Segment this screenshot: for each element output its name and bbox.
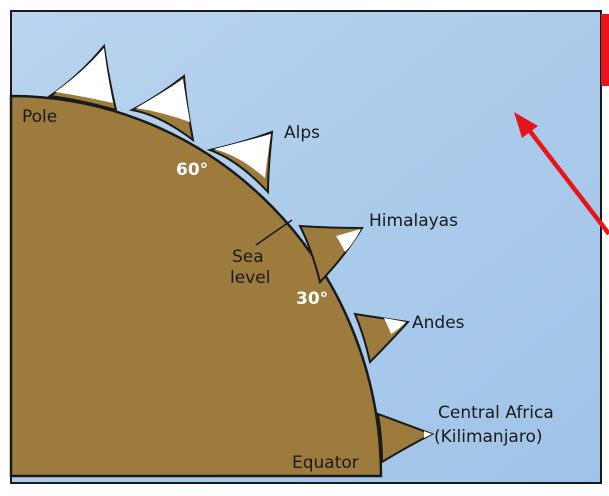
sea-level-label-line1: Sea: [232, 247, 264, 267]
central-africa-label: Central Africa: [438, 403, 554, 423]
lat-60-label: 60°: [176, 160, 208, 180]
alps-mountain: [206, 130, 274, 195]
red-annotation-arrow: [514, 112, 609, 236]
andes-mountain: [353, 312, 410, 364]
himalayas-mountain: [298, 224, 364, 284]
kilimanjaro-snowcap: [424, 431, 432, 438]
pole-label: Pole: [22, 107, 57, 127]
kilimanjaro-label: (Kilimanjaro): [434, 427, 543, 447]
sea-level-leader: [255, 219, 293, 246]
red-highlight-bar: [601, 14, 609, 86]
earth-surface: [9, 94, 383, 478]
pole-snowcap-2: [136, 79, 190, 122]
lat-30-label: 30°: [296, 289, 328, 309]
sea-level-label-line2: level: [230, 268, 270, 288]
kilimanjaro-mountain: [376, 412, 435, 464]
pole-mountain-1: [47, 43, 118, 112]
himalayas-label: Himalayas: [369, 211, 458, 231]
pole-mountain-2: [128, 74, 195, 143]
equator-label: Equator: [292, 453, 359, 473]
himalayas-snowcap: [336, 229, 361, 252]
pole-snowcap-1: [55, 48, 113, 103]
alps-label: Alps: [284, 123, 320, 143]
alps-snowcap: [214, 134, 271, 178]
andes-snowcap: [384, 318, 406, 334]
andes-label: Andes: [412, 313, 465, 333]
